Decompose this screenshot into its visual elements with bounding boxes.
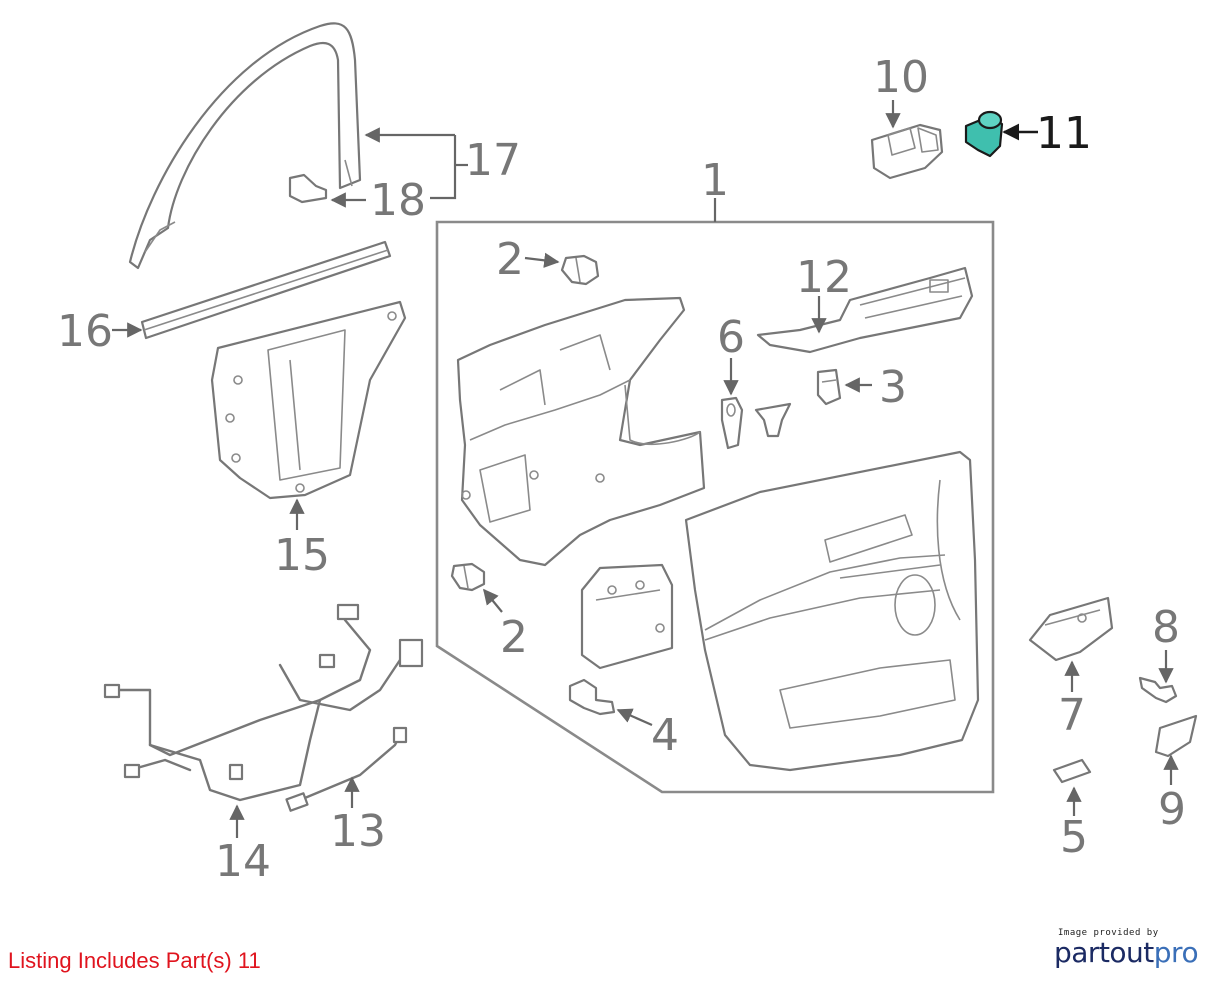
brand-part-2: pro — [1153, 936, 1199, 969]
leader-4 — [616, 708, 653, 727]
bracket-17 — [430, 135, 457, 200]
part-4-bolt — [568, 678, 616, 716]
credit-caption: Image provided by — [1058, 928, 1159, 938]
part-10-window-switch — [870, 123, 944, 180]
callout-2-bottom: 2 — [500, 612, 528, 663]
callout-2-top: 2 — [496, 234, 524, 285]
callout-9: 9 — [1158, 784, 1186, 835]
callout-7: 7 — [1058, 690, 1086, 741]
leader-2-bottom — [483, 588, 503, 613]
part-2-push-pin-bottom — [450, 562, 486, 592]
callout-16: 16 — [57, 306, 113, 357]
callout-3: 3 — [879, 362, 907, 413]
part-8-screw — [1138, 676, 1178, 704]
callout-8: 8 — [1152, 602, 1180, 653]
part-5-pad — [1052, 758, 1092, 784]
part-18-clip — [288, 173, 328, 204]
callout-6: 6 — [717, 312, 745, 363]
part-3-switch — [816, 368, 842, 406]
part-11-switch-knob — [964, 110, 1004, 158]
part-1-door-trim-panel — [684, 450, 980, 772]
part-6-clip — [720, 396, 744, 450]
callout-13: 13 — [330, 806, 386, 857]
part-13-harness-jumper — [285, 726, 408, 812]
part-1-control-module — [580, 563, 674, 670]
part-7-handle-bracket — [1028, 596, 1114, 662]
part-6-retainer — [754, 402, 792, 438]
leader-2-top — [524, 252, 560, 268]
callout-17: 17 — [465, 135, 521, 186]
callout-11: 11 — [1036, 108, 1092, 159]
image-credit: Image provided by partoutpro — [1054, 928, 1214, 968]
callout-14: 14 — [215, 836, 271, 887]
partoutpro-logo: partoutpro — [1054, 938, 1214, 968]
part-1-inner-carrier — [456, 296, 706, 567]
callout-5: 5 — [1060, 812, 1088, 863]
part-15-water-deflector — [210, 300, 407, 500]
callout-18: 18 — [370, 175, 426, 226]
callout-1: 1 — [701, 155, 729, 206]
callout-10: 10 — [873, 52, 929, 103]
assembly-frame — [435, 220, 995, 794]
part-17-window-molding — [128, 22, 362, 270]
callout-4: 4 — [651, 710, 679, 761]
part-9-cover — [1154, 714, 1198, 758]
callout-12: 12 — [796, 252, 852, 303]
brand-part-1: partout — [1054, 936, 1154, 969]
part-14-wiring-harness — [103, 603, 424, 802]
listing-includes-text: Listing Includes Part(s) 11 — [8, 948, 261, 973]
part-16-weatherstrip — [140, 240, 392, 340]
part-2-push-pin-top — [560, 254, 600, 286]
part-12-switch-bezel — [756, 266, 974, 354]
callout-15: 15 — [274, 530, 330, 581]
